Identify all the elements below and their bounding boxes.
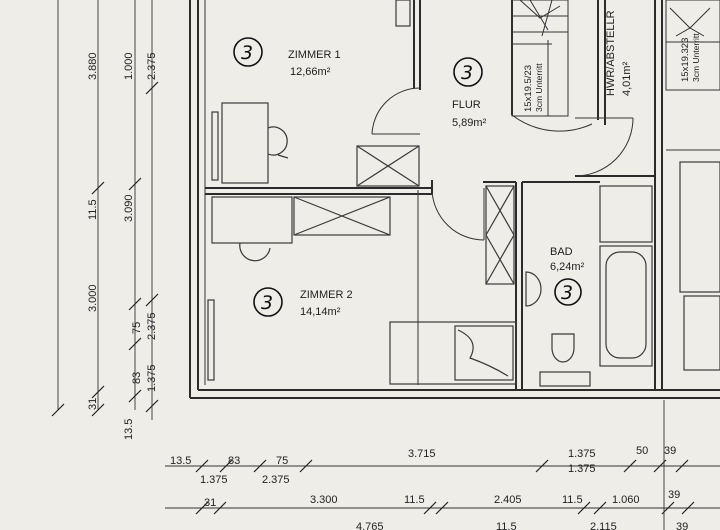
dim-v-3880: 3.880 <box>87 52 99 80</box>
dim-h2-1060: 1.060 <box>612 494 640 506</box>
dim-h1-50: 50 <box>636 445 648 457</box>
room-name-zimmer2: ZIMMER 2 <box>300 289 353 301</box>
room-label-bad: BAD 6,24m² 3 <box>550 246 585 306</box>
room-mark-flur: 3 <box>461 62 473 84</box>
room-mark-bad: 3 <box>561 282 573 304</box>
dim-h1-sub-1375: 1.375 <box>200 474 228 486</box>
room-name-zimmer1: ZIMMER 1 <box>288 49 341 61</box>
room-area-zimmer2: 14,14m² <box>300 306 341 318</box>
dim-h2-3300: 3.300 <box>310 494 338 506</box>
stair-note-left: 3cm Unterritt <box>534 63 544 112</box>
dim-h1-13-5: 13.5 <box>170 455 191 467</box>
dim-v-2375-bottom: 2.375 <box>146 312 158 340</box>
dim-h1-sub-2375: 2.375 <box>262 474 290 486</box>
dim-v-3090: 3.090 <box>123 194 135 222</box>
vertical-dimension-labels: 3.880 11.5 3.000 31 13.5 3.090 75 83 1.3… <box>87 52 158 440</box>
dim-h3-2115: 2.115 <box>590 521 617 530</box>
dim-h2-2405: 2.405 <box>494 494 522 506</box>
room-area-zimmer1: 12,66m² <box>290 66 331 78</box>
interior-walls <box>205 0 663 390</box>
horizontal-dimensions <box>165 400 720 530</box>
door-swings <box>371 87 634 241</box>
room-area-bad: 6,24m² <box>550 261 585 273</box>
dim-h1-83: 83 <box>228 455 240 467</box>
stair-label-left: 15x19.5/23 3cm Unterritt <box>523 63 544 112</box>
dim-h2-11-5-right: 11.5 <box>562 494 583 506</box>
dim-v-3000: 3.000 <box>87 284 99 312</box>
dim-v-1375: 1.375 <box>146 364 158 392</box>
dim-h1-39: 39 <box>664 445 676 457</box>
dim-h2-31: 31 <box>204 497 216 509</box>
room-label-flur: 3 FLUR 5,89m² <box>452 57 487 129</box>
dim-h3-11-5: 11.5 <box>496 521 517 530</box>
room-name-bad: BAD <box>550 246 573 258</box>
bad-fixtures <box>525 185 653 387</box>
dim-v-11-5: 11.5 <box>87 199 99 220</box>
stair-spec-right: 15x19.323 <box>680 38 691 82</box>
dim-v-75: 75 <box>131 322 143 334</box>
dim-h3-4765: 4.765 <box>356 521 384 530</box>
furniture-zimmer2 <box>207 196 517 385</box>
dim-h3-39: 39 <box>676 521 688 530</box>
room-mark-zimmer1: 3 <box>241 42 253 64</box>
stair-note-right: 3cm Unterritt <box>691 33 701 82</box>
outer-walls <box>189 0 720 399</box>
staircase-right <box>665 0 720 91</box>
staircase-left <box>511 0 569 117</box>
adjacent-unit <box>666 149 720 371</box>
dim-v-1000: 1.000 <box>123 52 135 80</box>
dim-v-13-5: 13.5 <box>123 419 135 440</box>
dim-h1-3715: 3.715 <box>408 448 436 460</box>
stair-label-right: 15x19.323 3cm Unterritt <box>680 33 701 82</box>
room-name-flur: FLUR <box>452 99 481 111</box>
dim-h1-sub-1375-right: 1.375 <box>568 463 596 475</box>
dim-h1-1375: 1.375 <box>568 448 596 460</box>
room-label-hwr: HWR/ABSTELLR 4,01m² <box>605 10 633 96</box>
vertical-dimensions <box>51 0 159 420</box>
room-mark-zimmer2: 3 <box>261 292 273 314</box>
room-area-hwr: 4,01m² <box>621 61 633 96</box>
room-label-zimmer2: 3 ZIMMER 2 14,14m² <box>253 287 353 318</box>
room-label-zimmer1: 3 ZIMMER 1 12,66m² <box>233 37 341 78</box>
dim-h2-11-5-left: 11.5 <box>404 494 425 506</box>
dim-h1-75: 75 <box>276 455 288 467</box>
dim-v-83: 83 <box>131 372 143 384</box>
room-area-flur: 5,89m² <box>452 117 487 129</box>
dim-h2-39: 39 <box>668 489 680 501</box>
stair-spec-left: 15x19.5/23 <box>523 65 534 112</box>
furniture-zimmer1 <box>211 0 420 187</box>
room-name-hwr: HWR/ABSTELLR <box>605 10 617 96</box>
dim-v-2375-top: 2.375 <box>146 52 158 80</box>
dim-v-31: 31 <box>87 398 99 410</box>
furniture-flur <box>485 185 515 285</box>
horizontal-dimension-labels: 13.5 83 75 3.715 1.375 50 39 1.375 2.375… <box>170 445 688 530</box>
